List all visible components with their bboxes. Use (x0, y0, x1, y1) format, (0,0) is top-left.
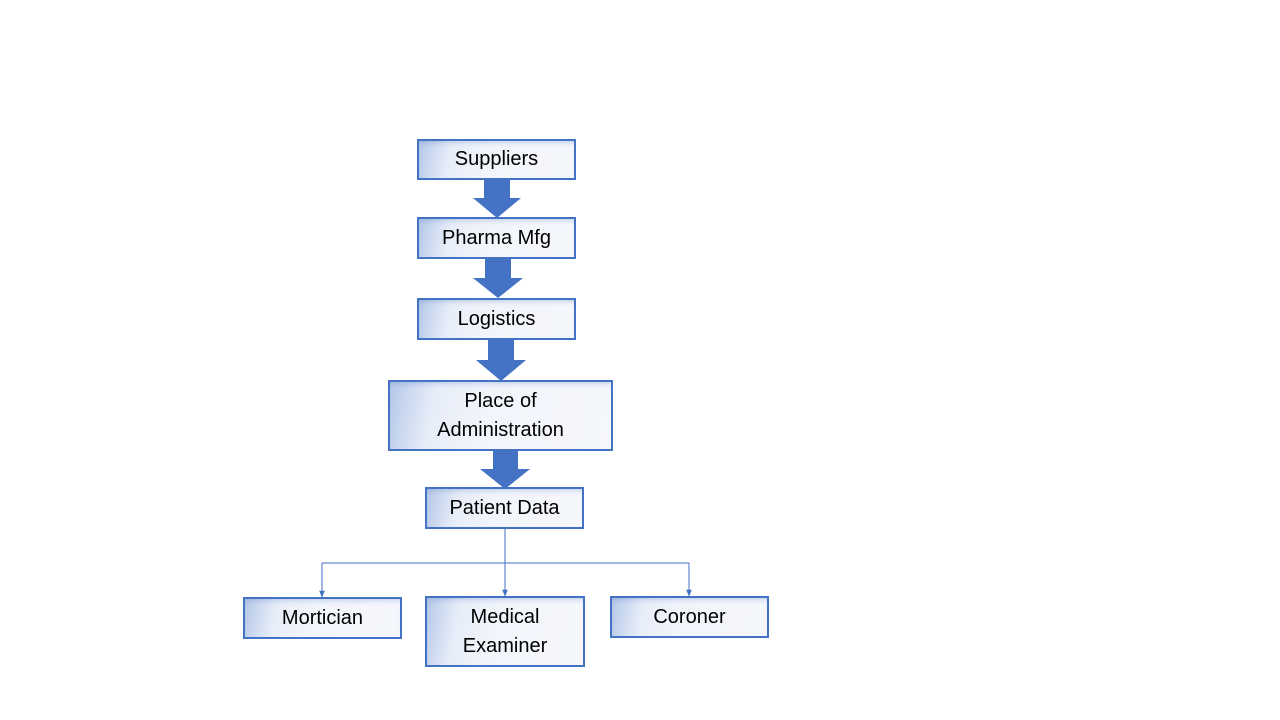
block-arrow-suppliers-to-pharma (473, 179, 521, 218)
node-coroner: Coroner (610, 596, 769, 638)
node-pharma-mfg: Pharma Mfg (417, 217, 576, 259)
block-arrow-logistics-to-place (476, 339, 526, 381)
node-place-of-administration: Place of Administration (388, 380, 613, 451)
node-mortician: Mortician (243, 597, 402, 639)
node-medical-examiner: Medical Examiner (425, 596, 585, 667)
node-patient-data: Patient Data (425, 487, 584, 529)
node-logistics: Logistics (417, 298, 576, 340)
block-arrow-pharma-to-logistics (473, 258, 523, 298)
block-arrow-place-to-patient (480, 450, 530, 489)
node-suppliers: Suppliers (417, 139, 576, 180)
